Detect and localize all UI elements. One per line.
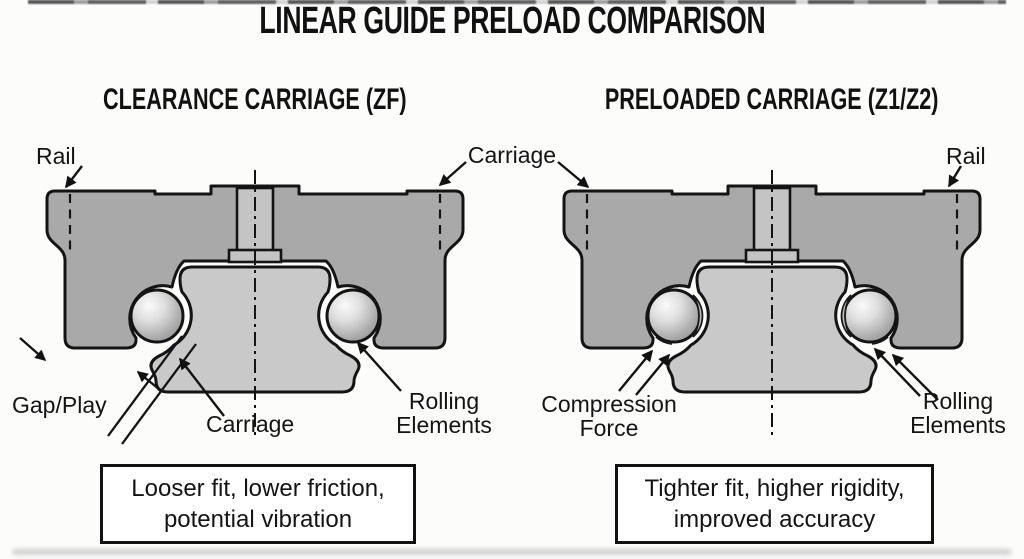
rolling-elements-arrow-right-1 [873, 347, 921, 397]
caption-preloaded-line1: Tighter fit, higher rigidity, [644, 475, 905, 502]
rolling-elements-label-left: Rolling Elements [394, 389, 494, 437]
rail-label-right: Rail [946, 143, 986, 169]
rolling-elements-arrow-left-panel [356, 341, 402, 392]
rolling-elements-label-right: Rolling Elements [908, 389, 1008, 437]
compression-force-label: Compression Force [538, 392, 680, 440]
carriage-label-top: Carriage [467, 142, 557, 168]
subtitle-clearance-text: CLEARANCE CARRIAGE (ZF) [103, 83, 407, 116]
carriage-arrow-to-left-panel [438, 161, 467, 187]
rail-label-left: Rail [36, 143, 76, 169]
caption-clearance-line1: Looser fit, lower friction, [131, 475, 385, 502]
rolling-elements-label-left-line1: Rolling [408, 388, 480, 414]
carriage-bottom-arrow [179, 357, 225, 417]
bottom-edge-artifact [12, 549, 1012, 555]
crescent-left-ball-inner [692, 294, 704, 338]
subtitle-preloaded: PRELOADED CARRIAGE (Z1/Z2) [517, 83, 1024, 117]
crescent-right-ball-outer [871, 336, 889, 345]
rolling-elements-arrow-right-2 [891, 353, 939, 401]
caption-box-preloaded: Tighter fit, higher rigidity, improved a… [615, 464, 934, 544]
compression-force-label-line2: Force [579, 415, 639, 441]
top-edge-artifact [28, 0, 1006, 4]
gap-arrow-2 [136, 371, 161, 391]
compression-force-label-line1: Compression [541, 391, 677, 417]
rail-arrow-left-panel [65, 165, 83, 189]
crescent-left-ball-outer [655, 336, 673, 345]
page-title-text: LINEAR GUIDE PRELOAD COMPARISON [259, 0, 765, 42]
caption-box-clearance: Looser fit, lower friction, potential vi… [100, 464, 416, 544]
carriage-arrow-to-right-panel [557, 161, 590, 189]
page-title: LINEAR GUIDE PRELOAD COMPARISON [0, 0, 1024, 43]
rolling-elements-label-right-line2: Elements [910, 412, 1006, 438]
caption-preloaded-line2: improved accuracy [673, 506, 876, 533]
rolling-elements-label-right-line1: Rolling [922, 388, 994, 414]
rolling-elements-label-left-line2: Elements [396, 412, 492, 438]
preload-contact-crescents [655, 294, 889, 345]
rail-arrow-right-panel [947, 165, 963, 188]
crescent-right-ball-inner [840, 294, 852, 338]
subtitle-preloaded-text: PRELOADED CARRIAGE (Z1/Z2) [605, 83, 939, 116]
compression-force-arrow-2 [635, 353, 671, 396]
compression-force-arrow-1 [618, 349, 654, 392]
caption-clearance-line2: potential vibration [163, 506, 353, 533]
carriage-label-bottom: Carriage [206, 411, 295, 437]
gap-play-label: Gap/Play [12, 392, 107, 418]
gap-line-1 [107, 335, 183, 437]
gap-arrow-1 [19, 337, 47, 362]
subtitle-clearance: CLEARANCE CARRIAGE (ZF) [0, 83, 510, 117]
